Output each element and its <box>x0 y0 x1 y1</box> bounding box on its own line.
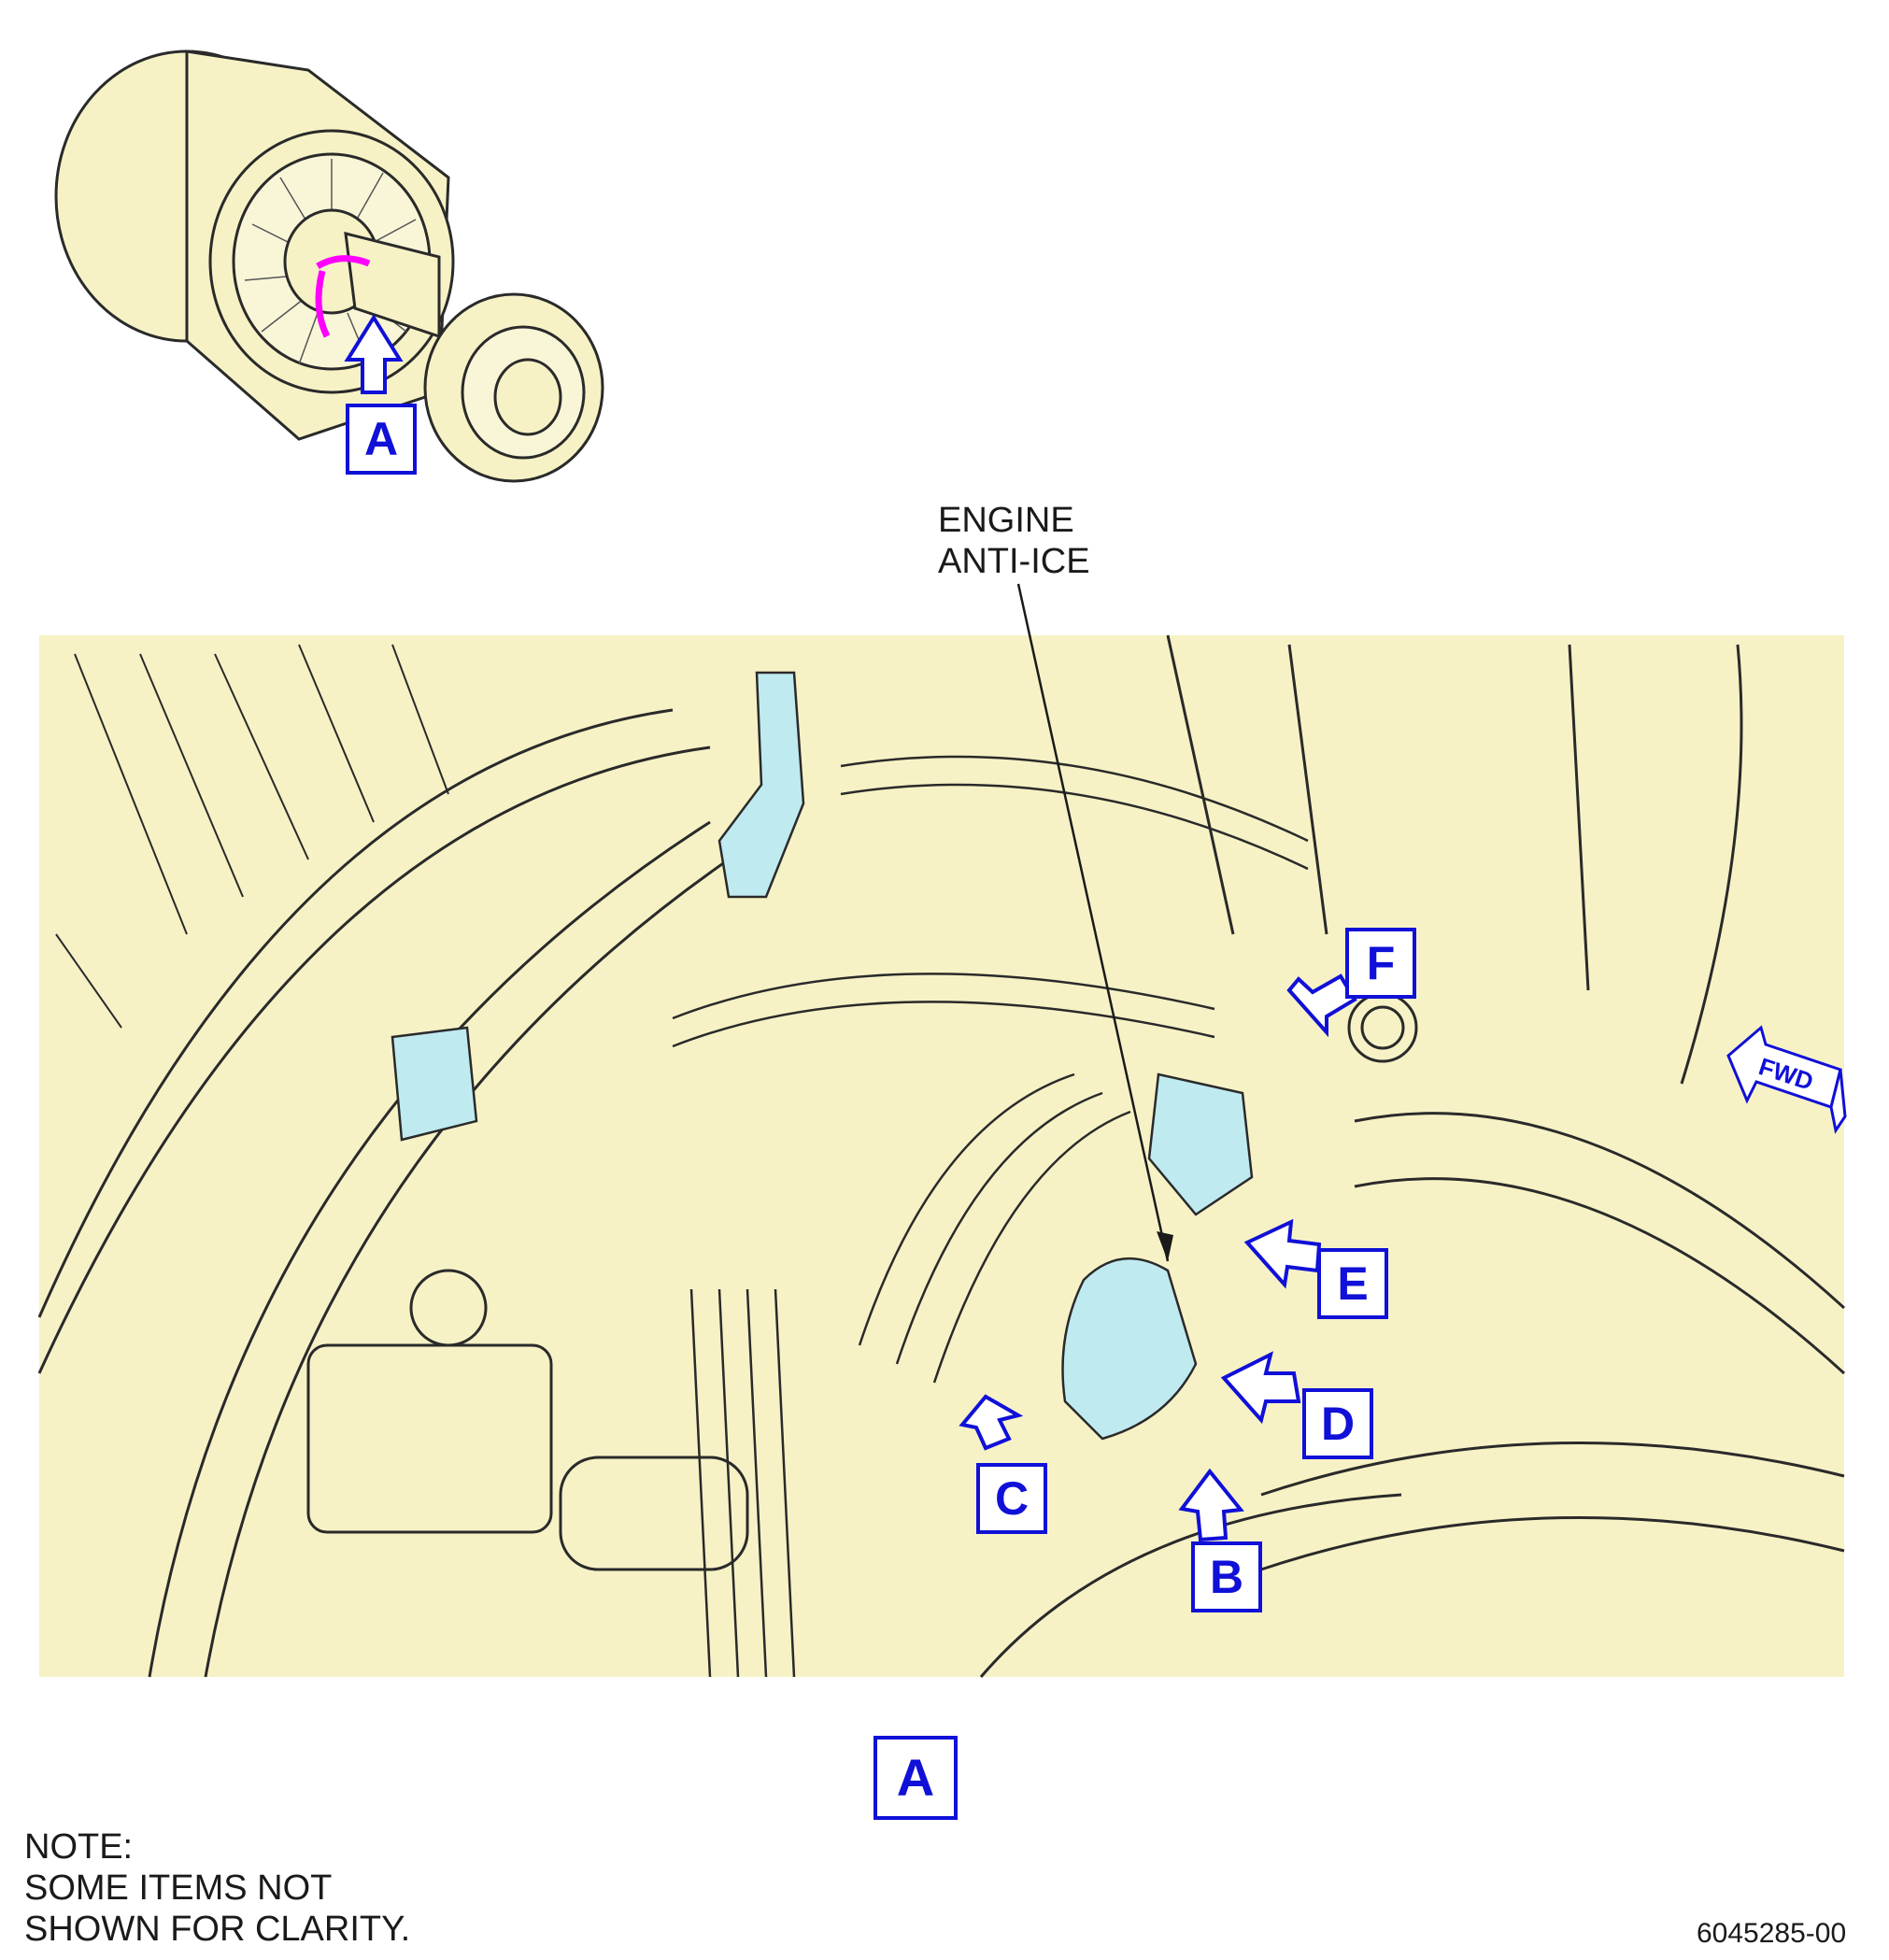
anti-ice-leader-arrowhead <box>1157 1231 1173 1261</box>
note-heading: NOTE: <box>24 1827 134 1867</box>
note-block: NOTE: SOME ITEMS NOT SHOWN FOR CLARITY. <box>24 1826 410 1950</box>
callout-b[interactable]: B <box>1191 1541 1262 1612</box>
arrow-b-icon <box>1178 1468 1244 1542</box>
locator-arrow-icon <box>344 314 404 394</box>
engine-locator-drawing <box>54 50 604 483</box>
callout-d[interactable]: D <box>1302 1388 1373 1459</box>
engine-anti-ice-label: ENGINE ANTI-ICE <box>938 501 1090 581</box>
callout-c[interactable]: C <box>976 1463 1047 1534</box>
callout-e[interactable]: E <box>1317 1248 1388 1319</box>
anti-ice-leader-line <box>1016 583 1170 1262</box>
arrow-d-icon <box>1220 1351 1301 1425</box>
highlighted-components <box>391 671 1254 1441</box>
callout-f[interactable]: F <box>1345 928 1416 999</box>
figure-number: 6045285-00 <box>1697 1918 1847 1949</box>
note-line-2: SHOWN FOR CLARITY. <box>24 1910 411 1949</box>
arrow-c-icon <box>959 1394 1024 1451</box>
highlight-ring-2 <box>316 255 371 270</box>
view-label-a: A <box>873 1736 958 1820</box>
callout-a-locator[interactable]: A <box>346 404 417 475</box>
note-line-1: SOME ITEMS NOT <box>24 1868 333 1908</box>
detail-view-panel <box>39 635 1844 1677</box>
fwd-arrow-icon <box>1726 1025 1847 1134</box>
highlight-ring <box>315 270 331 338</box>
detail-view-linework <box>37 634 1846 1678</box>
